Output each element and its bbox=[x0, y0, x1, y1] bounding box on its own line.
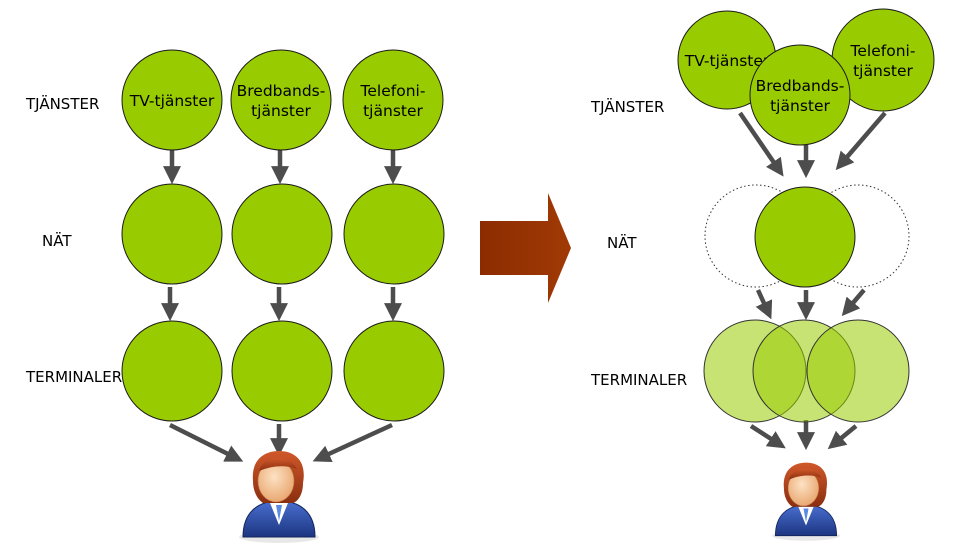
terminal-node bbox=[343, 320, 445, 422]
right-terminal-nodes bbox=[703, 319, 910, 423]
arrow bbox=[168, 422, 244, 462]
right-network-node bbox=[754, 186, 856, 288]
right-service-broadband: Bredbands- tjänster bbox=[749, 44, 851, 146]
right-service-nodes: TV-tjänster Telefoni- tjänster Bredbands… bbox=[677, 8, 935, 146]
arrow bbox=[841, 288, 866, 317]
node-label: tjänster bbox=[251, 102, 311, 120]
node-label: Telefoni- bbox=[360, 82, 426, 100]
left-arrows bbox=[161, 150, 402, 463]
arrow bbox=[738, 111, 784, 177]
left-service-tv: TV-tjänster bbox=[121, 49, 223, 151]
left-row-label-terminals: TERMINALER bbox=[25, 368, 122, 386]
left-diagram: TJÄNSTER NÄT TERMINALER TV-tjänster Bred… bbox=[25, 49, 445, 543]
left-terminal-nodes bbox=[121, 320, 445, 422]
network-node bbox=[121, 183, 223, 285]
user-icon bbox=[772, 462, 840, 541]
node-label: Bredbands- bbox=[237, 82, 326, 100]
right-row-label-terminals: TERMINALER bbox=[590, 371, 687, 389]
arrow bbox=[749, 424, 786, 449]
right-diagram: TJÄNSTER NÄT TERMINALER TV-tjänster bbox=[590, 8, 935, 541]
left-service-nodes: TV-tjänster Bredbands- tjänster Telefoni… bbox=[121, 49, 444, 151]
network-node bbox=[343, 183, 445, 285]
node-label: Telefoni- bbox=[850, 42, 916, 60]
node-label: tjänster bbox=[363, 102, 423, 120]
terminal-node bbox=[231, 320, 333, 422]
left-service-telephony: Telefoni- tjänster bbox=[342, 49, 444, 151]
terminal-node bbox=[121, 320, 223, 422]
node-label: TV-tjänster bbox=[684, 52, 770, 70]
node-label: TV-tjänster bbox=[129, 92, 215, 110]
right-row-label-services: TJÄNSTER bbox=[590, 97, 664, 116]
right-service-telephony: Telefoni- tjänster bbox=[831, 8, 935, 112]
right-arrow-icon bbox=[480, 193, 571, 303]
left-network-nodes bbox=[121, 183, 445, 285]
left-row-label-network: NÄT bbox=[42, 231, 72, 250]
terminal-node bbox=[806, 319, 910, 423]
node-label: tjänster bbox=[770, 97, 830, 115]
network-node bbox=[231, 183, 333, 285]
left-row-label-services: TJÄNSTER bbox=[25, 94, 99, 113]
arrow bbox=[835, 111, 887, 171]
arrow bbox=[827, 424, 858, 450]
arrow bbox=[755, 289, 773, 320]
right-row-label-network: NÄT bbox=[607, 233, 637, 252]
node-label: tjänster bbox=[853, 62, 913, 80]
network-ghost-node bbox=[806, 184, 910, 288]
node-label: Bredbands- bbox=[756, 77, 845, 95]
left-service-broadband: Bredbands- tjänster bbox=[230, 49, 332, 151]
arrow bbox=[312, 422, 393, 463]
right-arrows bbox=[738, 111, 887, 451]
user-icon bbox=[239, 451, 319, 543]
